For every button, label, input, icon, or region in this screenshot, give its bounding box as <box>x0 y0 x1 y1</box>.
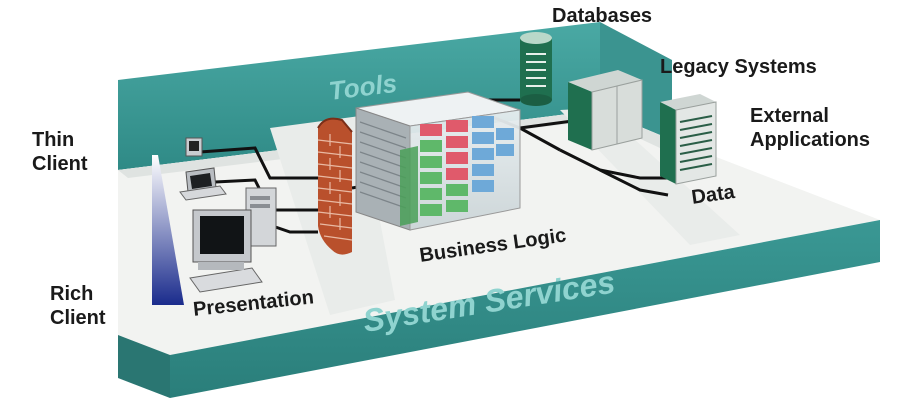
legacy-systems-cabinets <box>568 70 643 151</box>
thin-client-label-line1: Thin <box>32 129 75 151</box>
external-applications-server <box>660 94 717 185</box>
rich-client-label: Rich Client <box>50 282 106 330</box>
rich-client-workstation <box>189 187 277 293</box>
thin-client-terminal <box>185 137 203 157</box>
rich-client-label-line1: Rich <box>50 283 94 305</box>
thin-client-label-line2: Client <box>32 153 88 175</box>
client-gradient-bar <box>152 155 184 305</box>
brick-firewall <box>317 117 353 255</box>
business-logic-server-cube <box>355 91 521 231</box>
database-cylinder <box>520 32 552 106</box>
legacy-systems-label: Legacy Systems <box>660 56 817 78</box>
rich-client-label-line2: Client <box>50 307 106 329</box>
external-applications-label-line1: External <box>750 105 829 127</box>
external-applications-label: External Applications <box>750 104 870 152</box>
laptop <box>179 167 227 201</box>
thin-client-label: Thin Client <box>32 128 88 176</box>
databases-label: Databases <box>552 5 653 27</box>
external-applications-label-line2: Applications <box>750 129 871 151</box>
system-services-front-wall <box>118 220 880 398</box>
